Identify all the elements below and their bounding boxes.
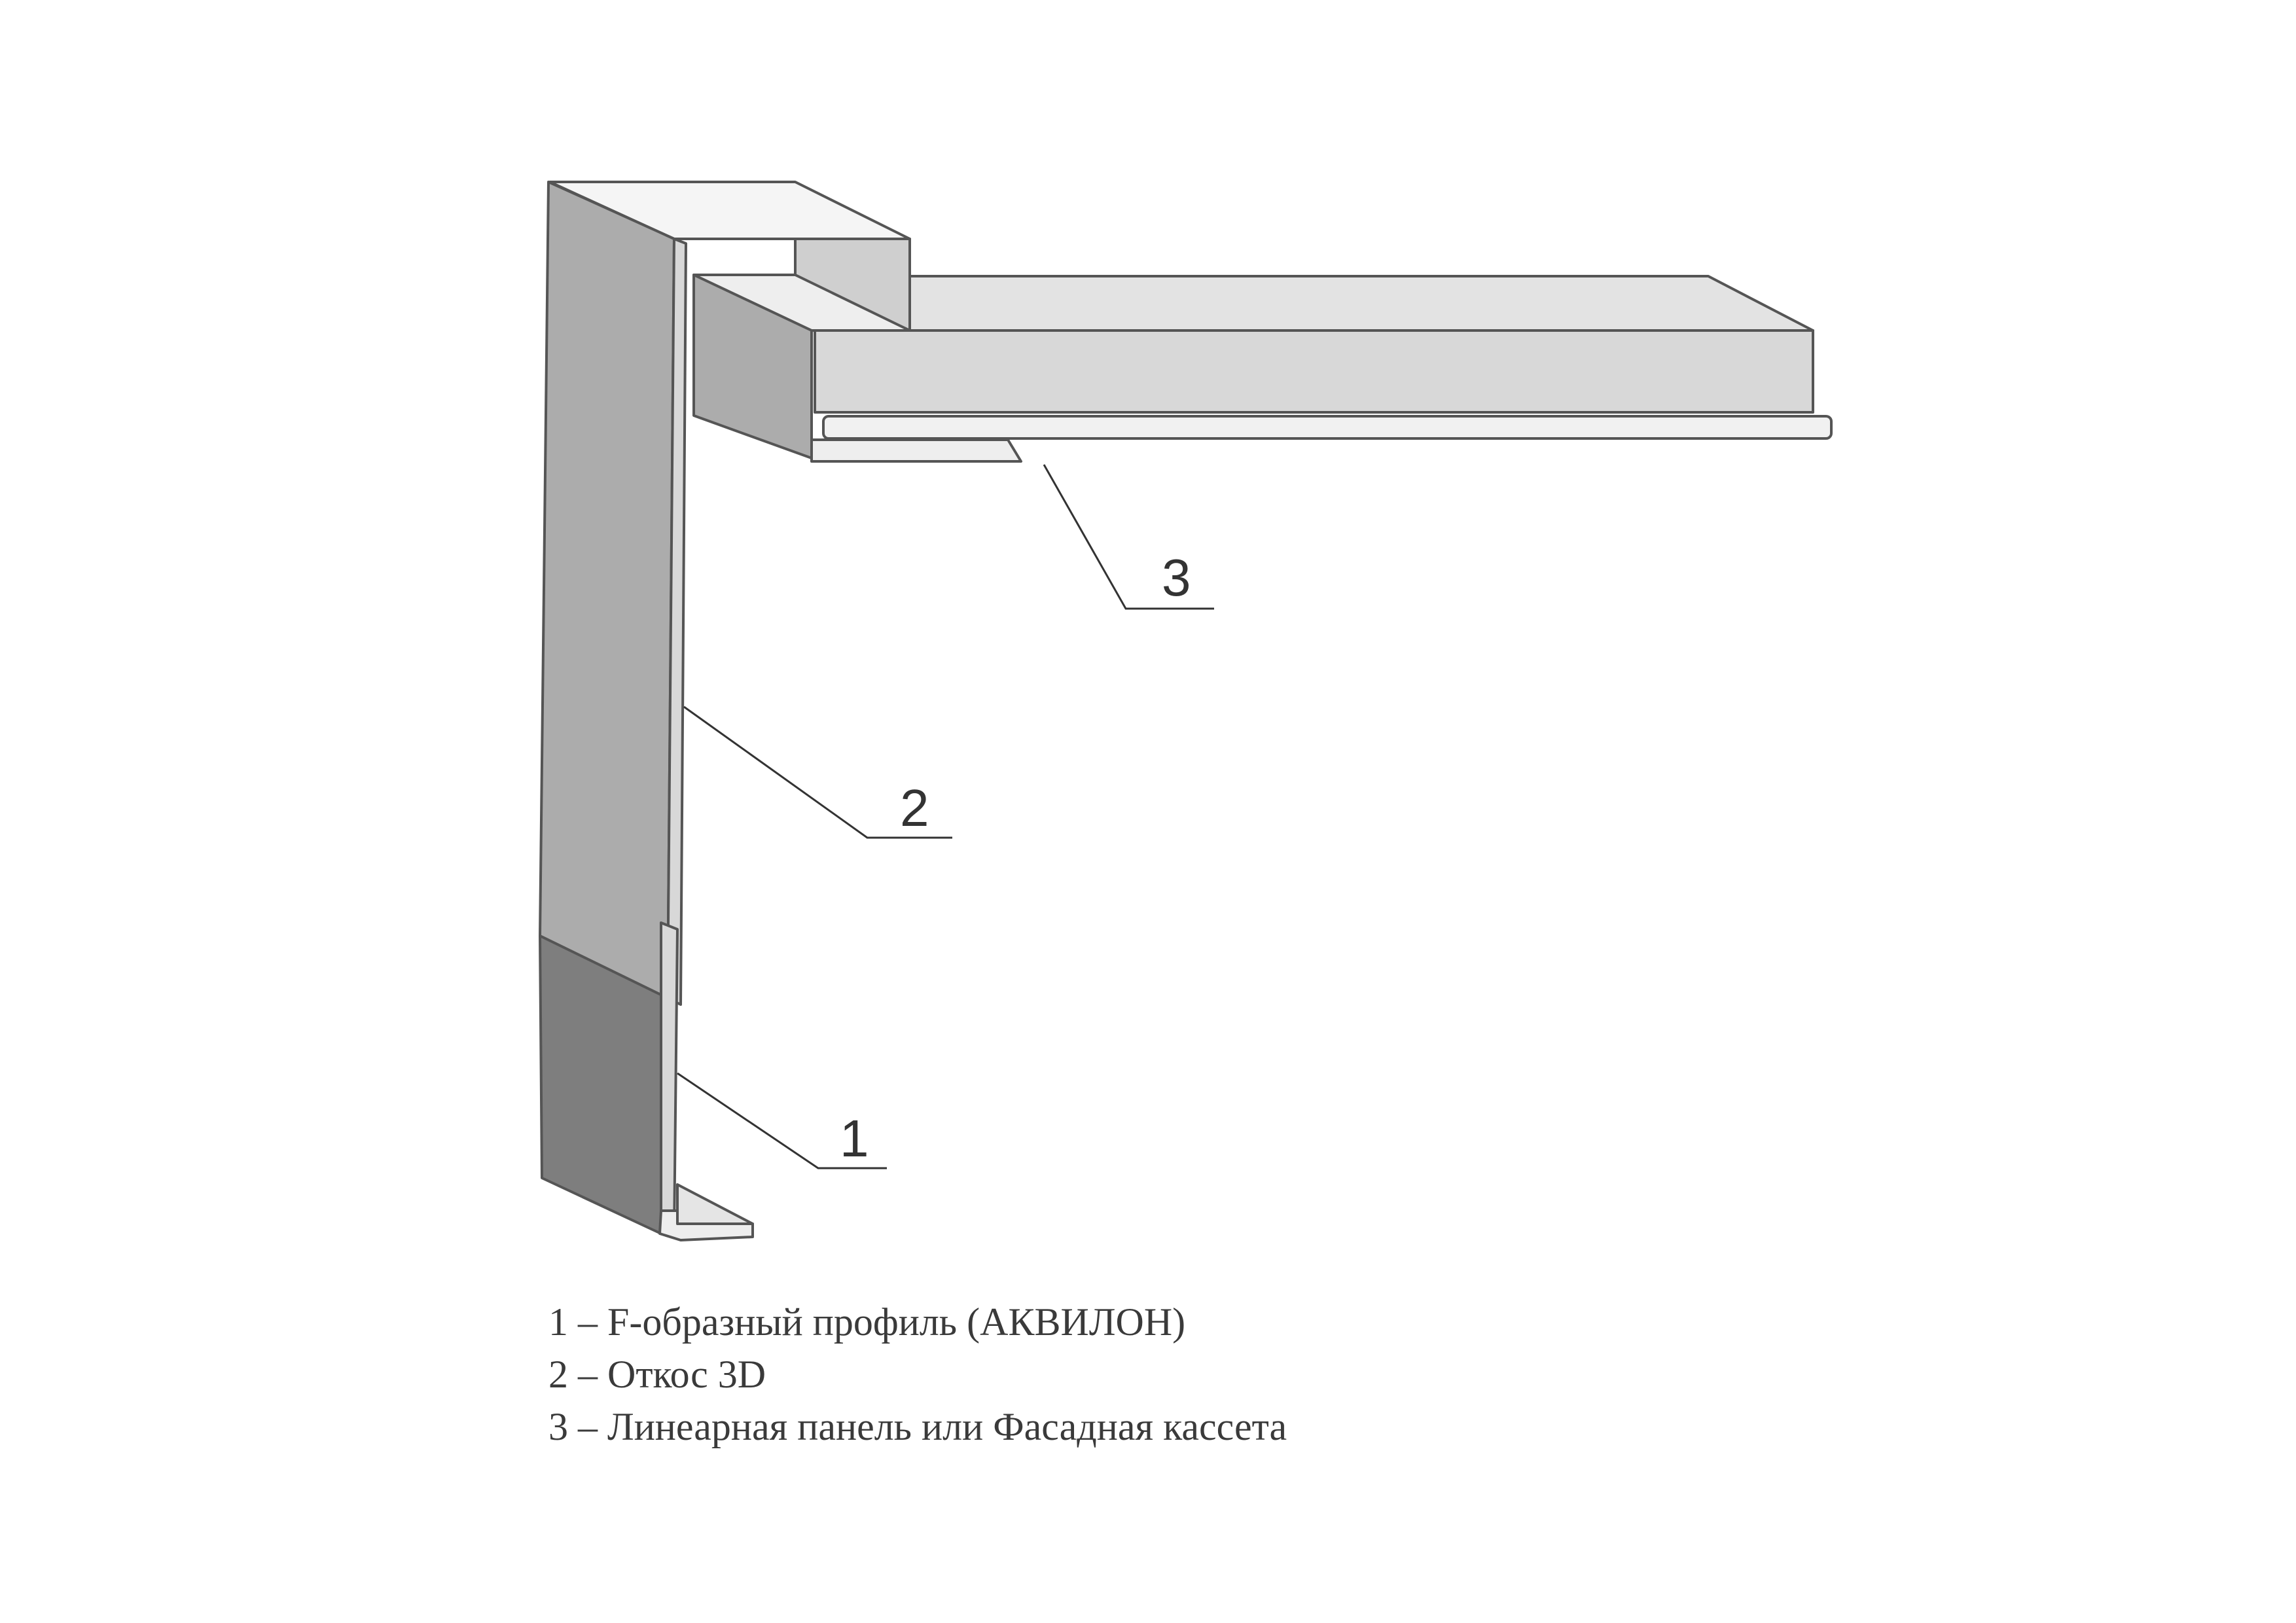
- callout-number-3: 3: [1162, 548, 1191, 607]
- slope-inner-edge: [666, 238, 687, 1006]
- legend-item-1: 1 – F-образный профиль (АКВИЛОН): [548, 1300, 1186, 1344]
- leader-lines: [677, 464, 1214, 1169]
- f-profile-inner-leg: [660, 921, 679, 1235]
- callout-number-2: 2: [900, 779, 929, 837]
- leader-line-3: [1043, 464, 1214, 610]
- leader-line-1: [677, 1072, 887, 1169]
- slope-return-face: [692, 274, 813, 459]
- slope-vertical-face: [539, 181, 675, 999]
- panel-bottom-flange: [822, 415, 1833, 440]
- linear-panel: [751, 275, 1833, 463]
- legend: 1 – F-образный профиль (АКВИЛОН) 2 – Отк…: [548, 1296, 1287, 1453]
- leader-line-2: [683, 705, 952, 839]
- f-profile-foot-inner: [676, 1183, 754, 1225]
- legend-item-2: 2 – Откос 3D: [548, 1353, 766, 1396]
- callout-number-1: 1: [840, 1109, 869, 1168]
- f-profile: [539, 921, 754, 1241]
- panel-top-face: [751, 275, 1814, 332]
- panel-front-face: [814, 329, 1814, 414]
- legend-item-3: 3 – Линеарная панель или Фасадная кассет…: [548, 1405, 1287, 1448]
- slope-3d: [539, 181, 911, 1006]
- panel-lower-lip: [810, 438, 1022, 463]
